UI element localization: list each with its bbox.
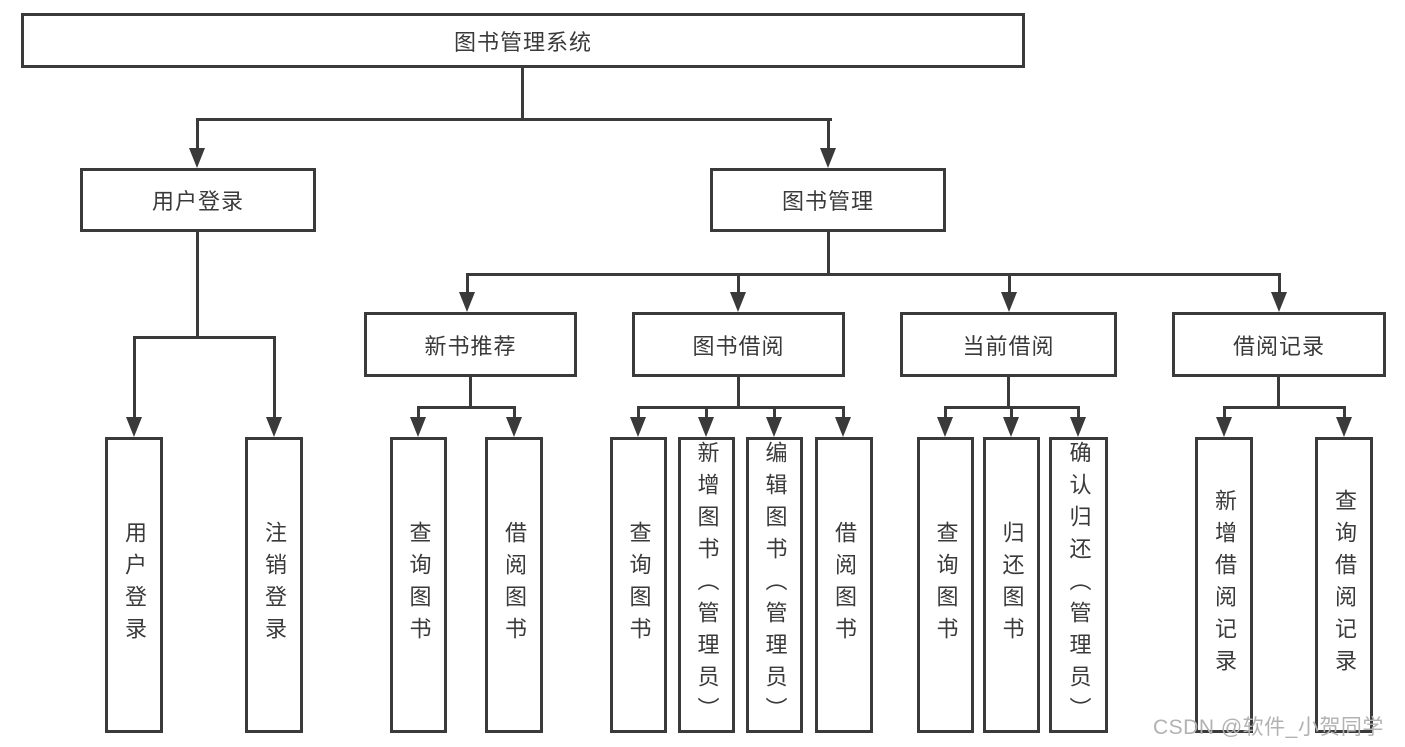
connector-line	[637, 406, 640, 420]
arrow-down-icon	[1003, 417, 1019, 437]
node-new-book-recommend: 新书推荐	[364, 312, 577, 377]
connector-line	[1007, 377, 1010, 408]
connector-line	[944, 406, 947, 420]
arrow-down-icon	[630, 417, 646, 437]
arrow-down-icon	[820, 148, 836, 168]
node-book-borrow: 图书借阅	[632, 312, 845, 377]
connector-line	[196, 118, 199, 150]
arrow-down-icon	[835, 417, 851, 437]
arrow-down-icon	[266, 417, 282, 437]
connector-line	[417, 406, 516, 409]
node-borrow-records: 借阅记录	[1172, 312, 1386, 377]
leaf-query-books-borrow: 查询图书	[610, 437, 667, 733]
connector-line	[827, 232, 830, 275]
connector-line	[417, 406, 420, 420]
connector-line	[1008, 273, 1011, 294]
connector-line	[466, 273, 469, 294]
leaf-add-books-admin: 新增图书（管理员）	[678, 437, 735, 733]
arrow-down-icon	[1216, 417, 1232, 437]
arrow-down-icon	[410, 417, 426, 437]
connector-line	[521, 68, 524, 121]
connector-line	[637, 406, 845, 409]
leaf-user-login: 用户登录	[105, 437, 163, 733]
connector-line	[842, 406, 845, 420]
connector-line	[133, 336, 136, 419]
connector-line	[1010, 406, 1013, 420]
arrow-down-icon	[1070, 417, 1086, 437]
connector-line	[133, 336, 276, 339]
connector-line	[1223, 406, 1226, 420]
arrow-down-icon	[937, 417, 953, 437]
leaf-query-books-recommend: 查询图书	[390, 437, 447, 733]
leaf-confirm-return-admin: 确认归还（管理员）	[1049, 437, 1108, 733]
node-book-management: 图书管理	[710, 168, 946, 232]
arrow-down-icon	[126, 417, 142, 437]
arrow-down-icon	[1271, 292, 1287, 312]
node-user-login: 用户登录	[80, 168, 316, 232]
connector-line	[737, 377, 740, 408]
leaf-borrow-books-recommend: 借阅图书	[485, 437, 543, 733]
csdn-watermark: CSDN @软件_小贺同学	[1153, 716, 1384, 739]
connector-line	[1343, 406, 1346, 420]
arrow-down-icon	[1001, 292, 1017, 312]
connector-line	[466, 273, 1281, 276]
arrow-down-icon	[189, 148, 205, 168]
leaf-borrow-books: 借阅图书	[815, 437, 873, 733]
leaf-query-borrow-record: 查询借阅记录	[1315, 437, 1373, 733]
leaf-edit-books-admin: 编辑图书（管理员）	[746, 437, 803, 733]
connector-line	[705, 406, 708, 420]
connector-line	[773, 406, 776, 420]
arrow-down-icon	[506, 417, 522, 437]
connector-line	[196, 232, 199, 338]
connector-line	[1277, 377, 1280, 408]
connector-line	[196, 118, 832, 121]
leaf-logout: 注销登录	[245, 437, 303, 733]
arrow-down-icon	[698, 417, 714, 437]
arrow-down-icon	[1336, 417, 1352, 437]
connector-line	[1278, 273, 1281, 294]
connector-line	[827, 118, 830, 150]
leaf-add-borrow-record: 新增借阅记录	[1195, 437, 1253, 733]
connector-line	[513, 406, 516, 420]
connector-line	[1077, 406, 1080, 420]
arrow-down-icon	[766, 417, 782, 437]
node-root-library-system: 图书管理系统	[21, 13, 1025, 68]
connector-line	[273, 336, 276, 419]
connector-line	[737, 273, 740, 294]
connector-line	[469, 377, 472, 408]
leaf-return-books: 归还图书	[983, 437, 1040, 733]
arrow-down-icon	[730, 292, 746, 312]
connector-line	[1223, 406, 1345, 409]
arrow-down-icon	[459, 292, 475, 312]
leaf-query-books-current: 查询图书	[917, 437, 974, 733]
node-current-borrow: 当前借阅	[900, 312, 1117, 377]
